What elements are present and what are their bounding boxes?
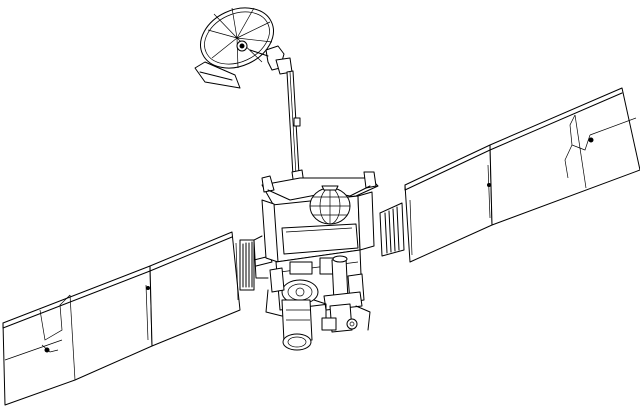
left-inner-panel [149, 231, 241, 347]
left-louver [239, 239, 255, 291]
solar-array-right [379, 87, 640, 263]
solar-array-left [2, 231, 273, 406]
right-louver [379, 202, 405, 257]
propellant-tank [309, 185, 351, 225]
high-gain-antenna-dish [194, 7, 293, 89]
left-outer-panel [2, 265, 153, 406]
right-outer-panel [489, 87, 640, 226]
right-inner-panel [404, 144, 493, 263]
instrument-cluster [265, 255, 371, 351]
antenna-boom [286, 70, 305, 187]
